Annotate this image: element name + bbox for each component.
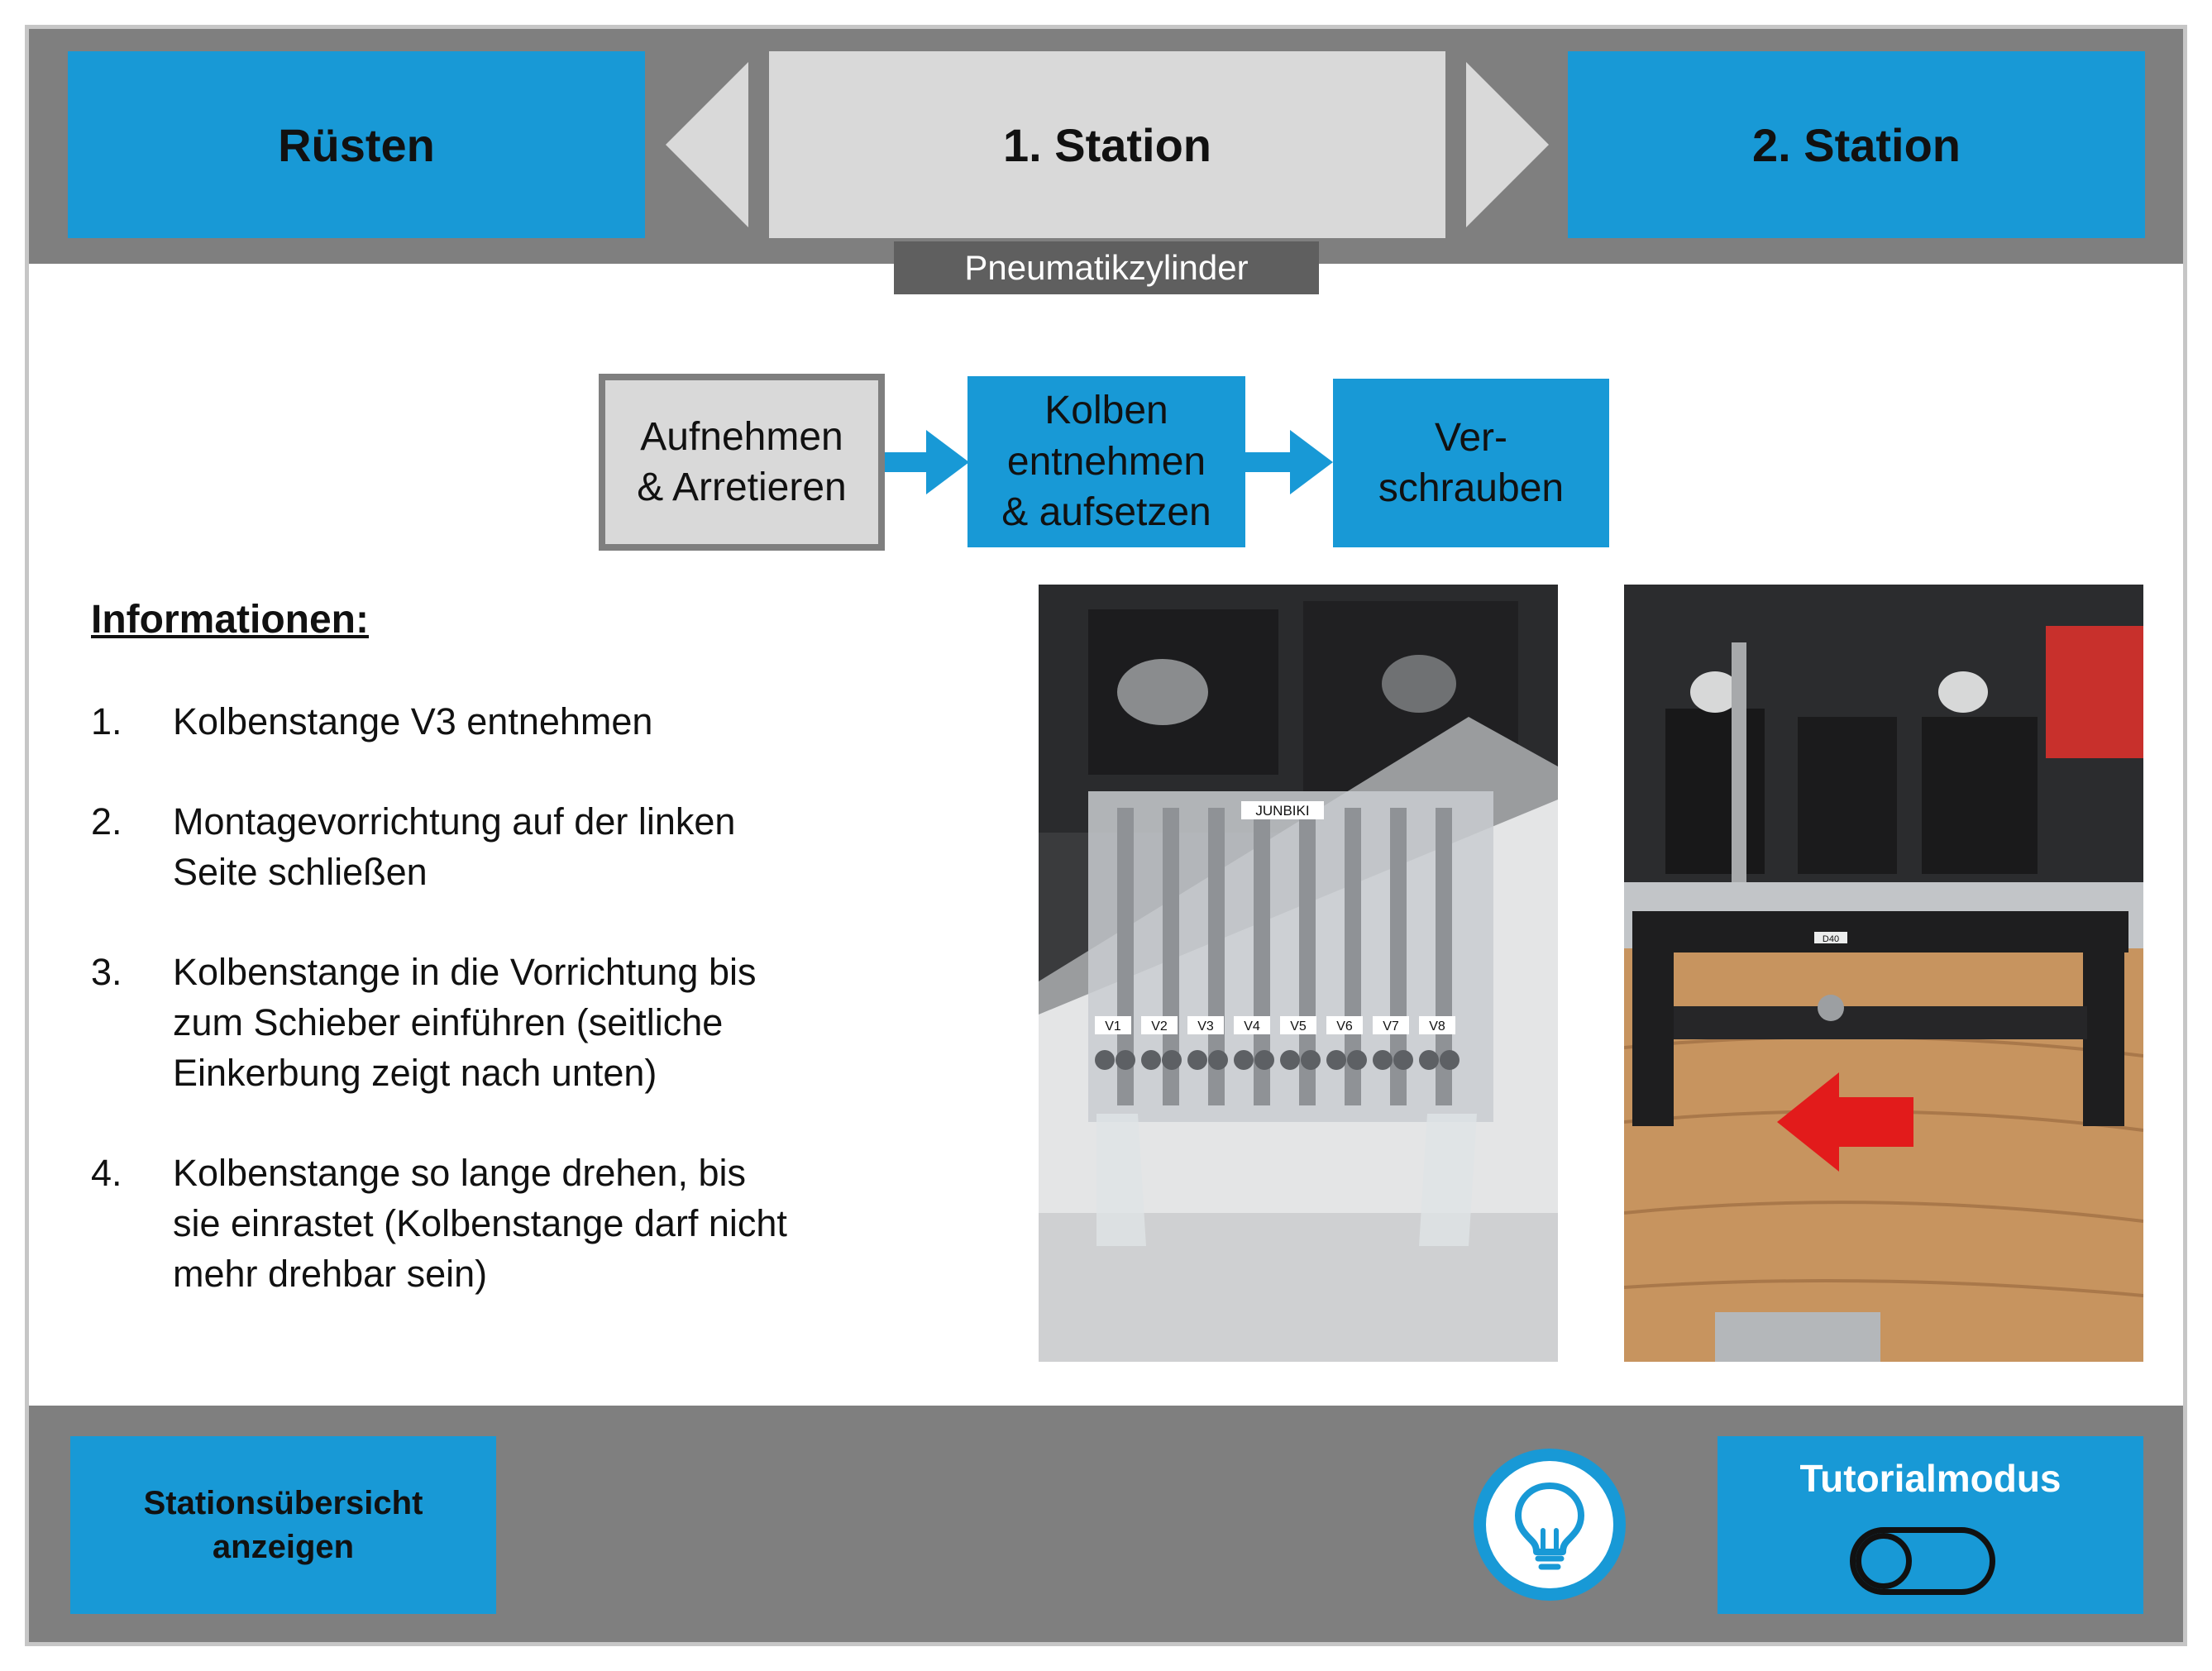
info-item: 4. Kolbenstange so lange drehen, bis sie… [91, 1148, 918, 1299]
info-item: 3. Kolbenstange in die Vorrichtung bis z… [91, 947, 918, 1098]
info-item-text: Kolbenstange in die Vorrichtung bis zum … [173, 947, 918, 1098]
process-step-line: Kolben [1044, 389, 1168, 433]
rack-tag: JUNBIKI [1255, 803, 1309, 819]
fixture-tag: D40 [1823, 934, 1839, 944]
overview-label-line: anzeigen [212, 1528, 355, 1565]
process-step-line: schrauben [1378, 466, 1565, 510]
info-heading: Informationen: [91, 598, 369, 642]
photo-piston-rack: JUNBIKI V1 V2 V3 V4 V5 V6 V7 V8 [1039, 585, 1558, 1362]
arrow-left-icon[interactable] [666, 62, 748, 227]
toggle-knob [1856, 1533, 1912, 1589]
info-item-line: zum Schieber einführen (seitliche [173, 1001, 724, 1043]
slot-label: V7 [1383, 1019, 1399, 1034]
hint-button[interactable] [1474, 1449, 1626, 1601]
arrow-right-icon[interactable] [1466, 62, 1549, 227]
info-item-text: Kolbenstange V3 entnehmen [173, 696, 918, 747]
slot-label: V5 [1290, 1019, 1307, 1034]
info-item: 2. Montagevorrichtung auf der linken Sei… [91, 796, 918, 897]
prev-station-label: Rüsten [278, 118, 435, 171]
info-item-line: mehr drehbar sein) [173, 1253, 488, 1295]
tutorial-mode-panel: Tutorialmodus [1718, 1436, 2143, 1614]
info-item-line: Montagevorrichtung auf der linken [173, 800, 736, 843]
info-item-line: sie einrastet (Kolbenstange darf nicht [173, 1202, 787, 1244]
slot-label: V8 [1429, 1019, 1445, 1034]
info-item-number: 2. [91, 800, 122, 843]
info-item-line: Einkerbung zeigt nach unten) [173, 1052, 657, 1094]
slot-label: V6 [1336, 1019, 1353, 1034]
prev-station-button[interactable]: Rüsten [68, 51, 645, 238]
process-step-aufnehmen: Aufnehmen & Arretieren [599, 374, 885, 551]
next-station-button[interactable]: 2. Station [1568, 51, 2145, 238]
current-station-tab: 1. Station [769, 51, 1445, 238]
tutorial-mode-toggle[interactable] [1850, 1527, 1995, 1595]
process-step-line: Aufnehmen [640, 414, 843, 459]
overview-label-line: Stationsübersicht [143, 1484, 423, 1521]
process-step-line: & Arretieren [637, 465, 847, 509]
process-step-verschrauben: Ver- schrauben [1333, 379, 1609, 547]
slot-label: V1 [1105, 1019, 1121, 1034]
station-subtitle-label: Pneumatikzylinder [964, 248, 1249, 287]
current-station-label: 1. Station [1002, 118, 1212, 171]
info-item: 1. Kolbenstange V3 entnehmen [91, 696, 918, 747]
info-item-line: Kolbenstange in die Vorrichtung bis [173, 951, 757, 993]
info-item-number: 1. [91, 700, 122, 742]
slot-label: V2 [1151, 1019, 1168, 1034]
process-step-kolben: Kolben entnehmen & aufsetzen [967, 376, 1245, 547]
flow-arrow-icon [885, 430, 969, 494]
process-step-line: & aufsetzen [1001, 490, 1211, 535]
next-station-label: 2. Station [1751, 118, 1961, 171]
info-item-number: 3. [91, 951, 122, 993]
hint-button-face [1486, 1461, 1613, 1588]
flow-arrow-icon [1245, 430, 1333, 494]
info-item-line: Kolbenstange V3 entnehmen [173, 700, 653, 742]
info-item-line: Seite schließen [173, 851, 428, 893]
info-item-text: Kolbenstange so lange drehen, bis sie ei… [173, 1148, 918, 1299]
lightbulb-icon [1515, 1482, 1584, 1570]
tutorial-mode-label: Tutorialmodus [1799, 1457, 2062, 1500]
info-item-line: Kolbenstange so lange drehen, bis [173, 1152, 747, 1194]
station-overview-button[interactable]: Stationsübersicht anzeigen [70, 1436, 496, 1614]
slot-label: V4 [1244, 1019, 1260, 1034]
station-subtitle: Pneumatikzylinder [894, 241, 1319, 294]
info-item-number: 4. [91, 1152, 122, 1194]
info-item-text: Montagevorrichtung auf der linken Seite … [173, 796, 918, 897]
process-step-line: Ver- [1434, 415, 1508, 460]
slot-label: V3 [1197, 1019, 1214, 1034]
info-list: 1. Kolbenstange V3 entnehmen 2. Montagev… [91, 696, 918, 1349]
process-step-line: entnehmen [1006, 439, 1206, 484]
photo-mounting-fixture: D40 [1624, 585, 2143, 1362]
